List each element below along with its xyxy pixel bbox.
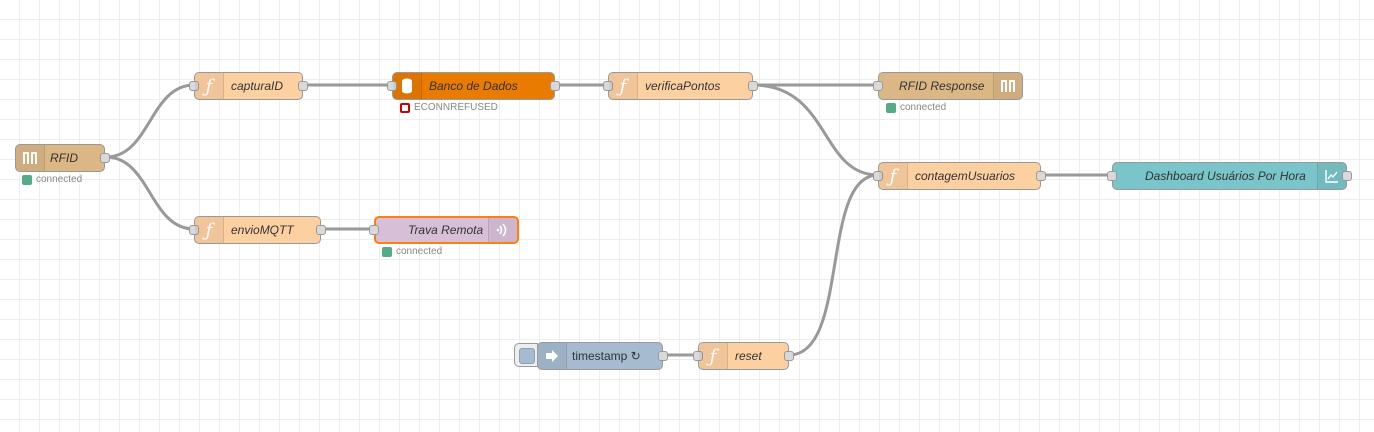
node-label: capturaID [231, 79, 284, 93]
status-text: connected [36, 174, 83, 185]
node-trava-remota[interactable]: Trava Remota [369, 216, 519, 244]
wireless-icon [488, 218, 517, 242]
node-reset[interactable]: ƒ reset [693, 342, 794, 370]
status-dot-icon [382, 247, 392, 257]
output-port[interactable] [1036, 171, 1046, 181]
status-text: connected [900, 102, 947, 113]
status-banco-de-dados: ECONNREFUSED [400, 102, 498, 114]
node-label: reset [735, 349, 762, 363]
status-text: connected [396, 246, 443, 257]
chart-icon [1317, 163, 1346, 189]
node-banco-de-dados[interactable]: Banco de Dados [387, 72, 560, 100]
node-label: envioMQTT [231, 223, 294, 237]
output-port[interactable] [550, 81, 560, 91]
error-status-icon [400, 103, 410, 113]
input-port[interactable] [369, 225, 379, 235]
arrow-right-icon [538, 343, 567, 369]
bridge-icon [16, 145, 45, 171]
status-trava-remota: connected [382, 246, 442, 258]
node-label: Trava Remota [408, 223, 484, 237]
function-icon: ƒ [195, 217, 224, 243]
input-port[interactable] [693, 351, 703, 361]
output-port[interactable] [748, 81, 758, 91]
bridge-icon [993, 73, 1022, 99]
input-port[interactable] [387, 81, 397, 91]
output-port[interactable] [316, 225, 326, 235]
node-timestamp[interactable]: timestamp ↻ [537, 342, 668, 370]
inject-trigger-button[interactable] [514, 343, 538, 367]
status-dot-icon [22, 175, 32, 185]
node-captura-id[interactable]: ƒ capturaID [189, 72, 308, 100]
node-dashboard-chart[interactable]: Dashboard Usuários Por Hora [1107, 162, 1352, 190]
status-rfid-response: connected [886, 102, 946, 114]
input-port[interactable] [603, 81, 613, 91]
database-icon [393, 73, 422, 99]
output-port[interactable] [784, 351, 794, 361]
node-label: Banco de Dados [429, 79, 518, 93]
node-label: Dashboard Usuários Por Hora [1145, 169, 1306, 183]
function-icon: ƒ [879, 163, 908, 189]
output-port[interactable] [298, 81, 308, 91]
output-port[interactable] [658, 351, 668, 361]
node-verifica-pontos[interactable]: ƒ verificaPontos [603, 72, 758, 100]
wire-rfid-envio [105, 155, 195, 231]
output-port[interactable] [1342, 171, 1352, 181]
node-label: RFID [50, 151, 78, 165]
function-icon: ƒ [609, 73, 638, 99]
function-icon: ƒ [699, 343, 728, 369]
node-envio-mqtt[interactable]: ƒ envioMQTT [189, 216, 326, 244]
node-label: timestamp ↻ [572, 349, 641, 363]
status-dot-icon [886, 103, 896, 113]
function-icon: ƒ [195, 73, 224, 99]
node-contagem-usuarios[interactable]: ƒ contagemUsuarios [873, 162, 1046, 190]
output-port[interactable] [100, 153, 110, 163]
node-rfid-response[interactable]: RFID Response [873, 72, 1023, 100]
input-port[interactable] [873, 81, 883, 91]
node-label: verificaPontos [645, 79, 721, 93]
input-port[interactable] [189, 81, 199, 91]
input-port[interactable] [189, 225, 199, 235]
wire-reset-contagem [788, 173, 879, 357]
wire-verifica-contagem [752, 83, 879, 177]
input-port[interactable] [1107, 171, 1117, 181]
wire-rfid-captura [105, 83, 195, 159]
node-label: contagemUsuarios [915, 169, 1016, 183]
status-text: ECONNREFUSED [414, 102, 498, 113]
input-port[interactable] [873, 171, 883, 181]
node-label: RFID Response [899, 79, 985, 93]
status-rfid: connected [22, 174, 82, 186]
node-rfid[interactable]: RFID [15, 144, 110, 172]
